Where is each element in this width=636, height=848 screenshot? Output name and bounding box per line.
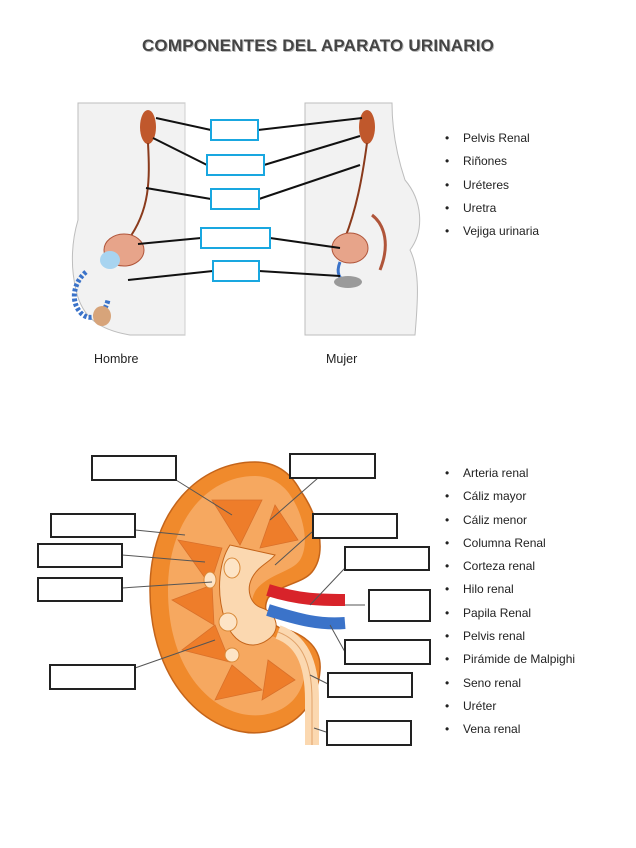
answer-box[interactable] xyxy=(344,546,430,571)
answer-box[interactable] xyxy=(312,513,398,539)
term-item: Corteza renal xyxy=(443,559,575,582)
term-item: Arteria renal xyxy=(443,466,575,489)
figure2-term-list: Arteria renal Cáliz mayor Cáliz menor Co… xyxy=(443,466,575,746)
answer-box[interactable] xyxy=(206,154,265,176)
answer-box[interactable] xyxy=(37,543,123,568)
term-item: Uréteres xyxy=(443,178,539,201)
male-ureter xyxy=(127,142,150,241)
answer-box[interactable] xyxy=(210,119,259,141)
caption-female: Mujer xyxy=(326,352,358,366)
answer-box[interactable] xyxy=(49,664,136,690)
term-item: Uréter xyxy=(443,699,575,722)
figure2-leader-lines xyxy=(121,477,365,733)
figure1-leader-lines xyxy=(127,117,363,281)
figure1-term-list: Pelvis Renal Riñones Uréteres Uretra Vej… xyxy=(443,131,539,247)
term-item: Hilo renal xyxy=(443,582,575,605)
renal-artery xyxy=(266,584,346,606)
answer-box[interactable] xyxy=(200,227,271,249)
term-item: Uretra xyxy=(443,201,539,224)
term-item: Riñones xyxy=(443,154,539,177)
female-ureter xyxy=(344,142,368,239)
term-item: Seno renal xyxy=(443,676,575,699)
kidney-cross-section-illustration xyxy=(149,461,346,745)
female-body-illustration xyxy=(304,102,421,336)
renal-vein xyxy=(266,604,346,630)
term-item: Columna Renal xyxy=(443,536,575,559)
answer-box[interactable] xyxy=(368,589,431,622)
term-item: Pelvis renal xyxy=(443,629,575,652)
male-kidney xyxy=(140,110,156,144)
male-body-illustration xyxy=(71,102,186,336)
term-item: Vejiga urinaria xyxy=(443,224,539,247)
page-title: COMPONENTES DEL APARATO URINARIO xyxy=(141,36,495,55)
answer-box[interactable] xyxy=(212,260,260,282)
answer-box[interactable] xyxy=(327,672,413,698)
answer-box[interactable] xyxy=(50,513,136,538)
answer-box[interactable] xyxy=(344,639,431,665)
female-bladder xyxy=(331,232,369,264)
term-item: Cáliz menor xyxy=(443,513,575,536)
answer-box[interactable] xyxy=(37,577,123,602)
figure1-answer-boxes xyxy=(200,119,271,282)
term-item: Vena renal xyxy=(443,722,575,745)
caption-male: Hombre xyxy=(94,352,139,366)
term-item: Cáliz mayor xyxy=(443,489,575,512)
term-item: Pirámide de Malpighi xyxy=(443,652,575,675)
figure2-answer-boxes xyxy=(37,453,431,746)
term-item: Pelvis Renal xyxy=(443,131,539,154)
answer-box[interactable] xyxy=(210,188,260,210)
answer-box[interactable] xyxy=(326,720,412,746)
answer-box[interactable] xyxy=(289,453,376,479)
term-item: Papila Renal xyxy=(443,606,575,629)
female-kidney xyxy=(359,110,375,144)
answer-box[interactable] xyxy=(91,455,177,481)
